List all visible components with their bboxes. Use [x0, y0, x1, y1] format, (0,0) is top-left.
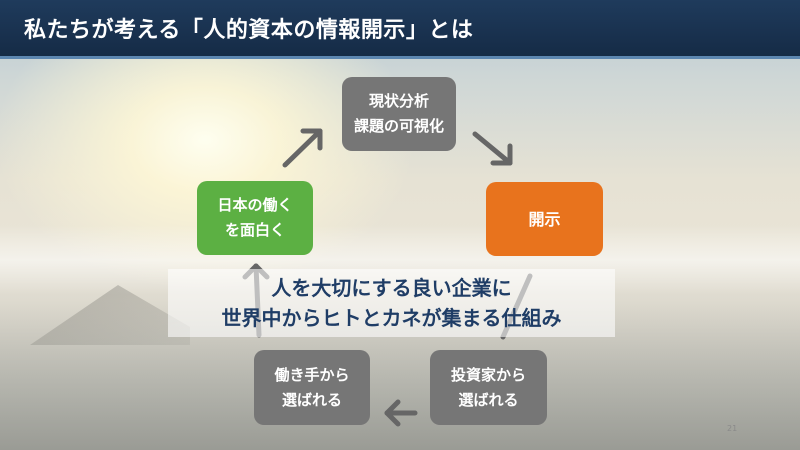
- page-title: 私たちが考える「人的資本の情報開示」とは: [24, 18, 474, 43]
- japan-line2: を面白く: [224, 221, 285, 239]
- investors-line2: 選ばれる: [458, 390, 519, 409]
- banner-line1: 人を大切にする良い企業に: [271, 276, 512, 300]
- workers-line1: 働き手から: [274, 365, 350, 384]
- investors-box: 投資家から 選ばれる: [430, 350, 547, 425]
- arrow-analysis-to-disclosure-icon: [472, 131, 513, 166]
- analysis-box: 現状分析 課題の可視化: [342, 77, 456, 151]
- arrow-japan-to-analysis-icon: [282, 128, 323, 168]
- workers-box: 働き手から 選ばれる: [254, 350, 370, 425]
- banner-line2: 世界中からヒトとカネが集まる仕組み: [221, 306, 562, 330]
- investors-line1: 投資家から: [450, 365, 526, 384]
- header-divider: [0, 56, 800, 59]
- message-banner: 人を大切にする良い企業に 世界中からヒトとカネが集まる仕組み: [168, 269, 615, 337]
- analysis-line2: 課題の可視化: [353, 117, 444, 135]
- analysis-line1: 現状分析: [368, 92, 429, 110]
- japan-line1: 日本の働く: [217, 196, 293, 214]
- page-number: 21: [727, 424, 738, 433]
- arrow-investors-to-workers-icon: [384, 399, 418, 427]
- disclosure-box: 開示: [486, 182, 603, 256]
- disclosure-label: 開示: [528, 209, 561, 229]
- header-bar: 私たちが考える「人的資本の情報開示」とは: [0, 0, 800, 56]
- workers-line2: 選ばれる: [281, 390, 342, 409]
- japan-box: 日本の働く を面白く: [197, 181, 313, 255]
